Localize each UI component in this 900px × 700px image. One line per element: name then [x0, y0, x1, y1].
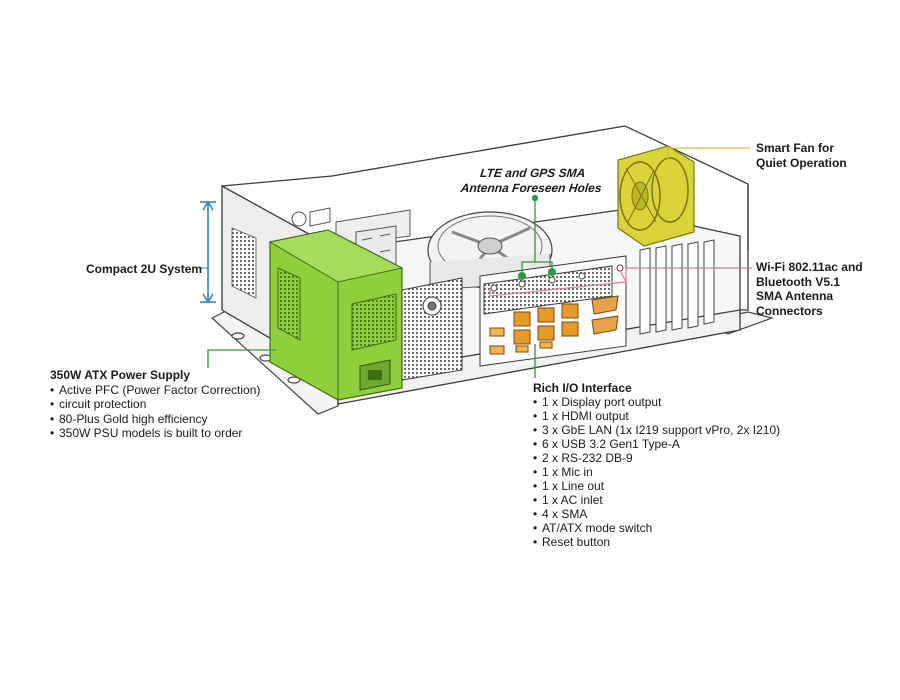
- callout-io-title: Rich I/O Interface: [533, 381, 632, 395]
- callout-lte-line2: Antenna Foreseen Holes: [460, 180, 603, 195]
- callout-fan-line2: Quiet Operation: [756, 155, 847, 170]
- callout-io: Rich I/O Interface 1 x Display port outp…: [533, 381, 833, 549]
- psu-feature-item: 350W PSU models is built to order: [50, 426, 290, 441]
- callout-lte-gps: LTE and GPS SMA Antenna Foreseen Holes: [450, 166, 613, 195]
- expansion-slots: [639, 239, 715, 335]
- io-feature-item: 2 x RS-232 DB-9: [533, 451, 833, 465]
- power-supply: [268, 229, 404, 401]
- callout-compact-title: Compact 2U System: [86, 262, 203, 276]
- io-feature-list: 1 x Display port output 1 x HDMI output …: [533, 395, 833, 549]
- io-feature-item: AT/ATX mode switch: [533, 521, 833, 535]
- leader-wifi: [489, 267, 752, 297]
- io-feature-item: 6 x USB 3.2 Gen1 Type-A: [533, 437, 833, 451]
- io-feature-item: 4 x SMA: [533, 507, 833, 521]
- callout-wifi-line2: Bluetooth V5.1: [756, 274, 841, 289]
- psu-feature-item: Active PFC (Power Factor Correction): [50, 383, 290, 398]
- io-shield: [401, 255, 627, 381]
- callout-psu-title: 350W ATX Power Supply: [50, 368, 191, 382]
- dimension-line-compact: [200, 200, 216, 304]
- callout-wifi-line3: SMA Antenna: [756, 289, 834, 303]
- callout-lte-line1: LTE and GPS SMA: [479, 166, 587, 180]
- io-feature-item: 1 x Mic in: [533, 465, 833, 479]
- io-feature-item: Reset button: [533, 535, 833, 549]
- psu-feature-item: 80-Plus Gold high efficiency: [50, 412, 290, 427]
- io-feature-item: 3 x GbE LAN (1x I219 support vPro, 2x I2…: [533, 423, 833, 437]
- io-feature-item: 1 x HDMI output: [533, 409, 833, 423]
- callout-wifi-line1: Wi-Fi 802.11ac and: [756, 260, 863, 274]
- psu-feature-list: Active PFC (Power Factor Correction) cir…: [50, 383, 290, 441]
- io-feature-item: 1 x Line out: [533, 479, 833, 493]
- smart-fan: [617, 145, 695, 247]
- psu-feature-item: circuit protection: [50, 397, 290, 412]
- callout-fan-line1: Smart Fan for: [756, 141, 835, 155]
- callout-wifi-bt: Wi-Fi 802.11ac and Bluetooth V5.1 SMA An…: [756, 260, 863, 318]
- leader-lte: [521, 194, 553, 274]
- io-feature-item: 1 x AC inlet: [533, 493, 833, 507]
- io-feature-item: 1 x Display port output: [533, 395, 833, 409]
- leader-psu: [207, 349, 276, 368]
- callout-psu: 350W ATX Power Supply Active PFC (Power …: [50, 368, 290, 441]
- callout-compact-2u: Compact 2U System: [86, 262, 202, 277]
- callout-wifi-line4: Connectors: [756, 303, 823, 318]
- callout-smart-fan: Smart Fan for Quiet Operation: [756, 141, 847, 170]
- leader-fan: [667, 147, 750, 160]
